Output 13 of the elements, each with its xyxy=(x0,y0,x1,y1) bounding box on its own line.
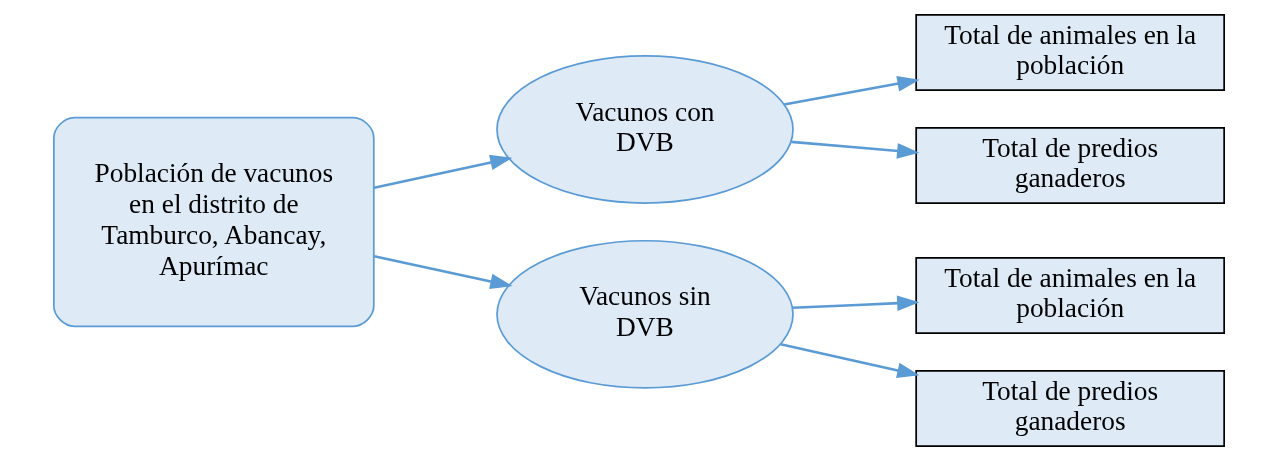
arrow xyxy=(791,140,920,159)
node-box: Total de predios ganaderos xyxy=(915,127,1225,204)
node-box: Total de animales en la población xyxy=(915,14,1225,92)
arrow xyxy=(373,254,513,289)
node-box: Total de predios ganaderos xyxy=(915,369,1225,447)
arrow xyxy=(792,295,920,311)
arrow xyxy=(373,154,513,189)
arrow xyxy=(784,76,920,106)
node-box: Población de vacunos en el distrito de Tamburco, Abancay, Apurímac xyxy=(53,116,375,328)
arrow xyxy=(780,343,920,378)
node-ellipse: Vacunos sin DVB xyxy=(496,239,794,389)
node-box: Total de animales en la población xyxy=(915,257,1225,334)
node-ellipse: Vacunos con DVB xyxy=(496,55,794,204)
